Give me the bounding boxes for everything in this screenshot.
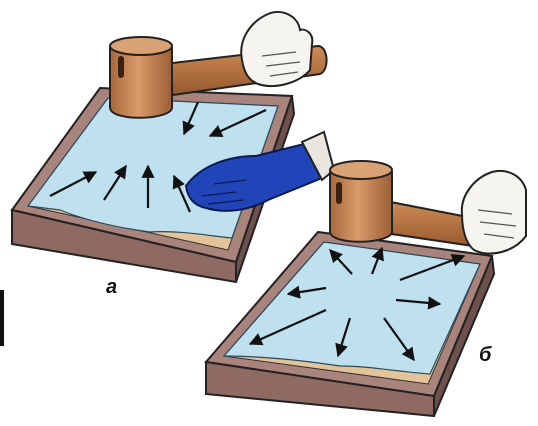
right-tray [206, 232, 494, 416]
right-hand [462, 171, 526, 254]
label-a: а [106, 276, 117, 299]
left-hand [241, 12, 312, 86]
edge-artifact [0, 290, 4, 346]
label-b: б [479, 344, 491, 367]
